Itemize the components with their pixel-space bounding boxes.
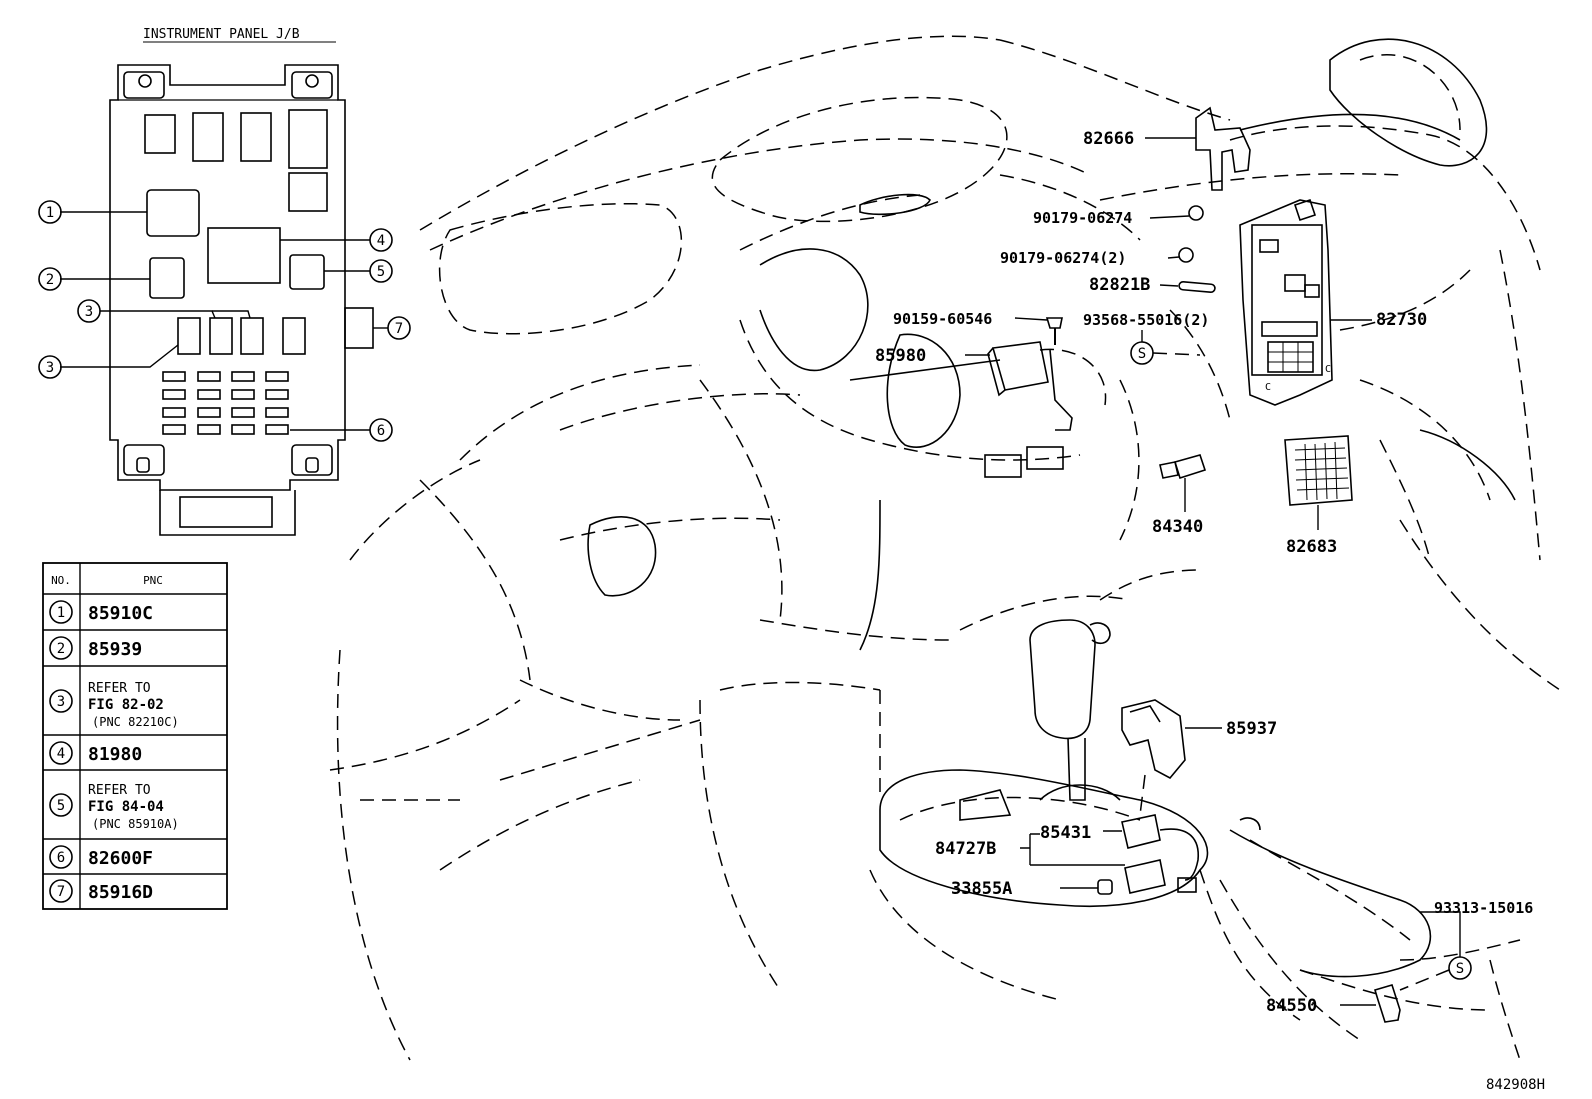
- junction-box-callouts: 1 2 3 3 4 5 6 7: [38, 200, 411, 442]
- svg-text:S: S: [1138, 346, 1146, 362]
- svg-text:4: 4: [57, 746, 65, 762]
- label-84550: 84550: [1266, 996, 1317, 1016]
- svg-text:2: 2: [57, 641, 65, 657]
- label-93568-55016-2: 93568-55016(2): [1083, 311, 1209, 329]
- svg-text:S: S: [1456, 961, 1464, 977]
- svg-text:(PNC 82210C): (PNC 82210C): [92, 715, 179, 729]
- bracket-85937: 85937: [1121, 699, 1277, 816]
- pnc-table: NO. PNC 1 85910C 2 85939 3 REFER TO FIG …: [42, 562, 228, 910]
- label-plate-82683: 82683: [1284, 435, 1353, 557]
- switch-84550: 84550: [1266, 984, 1401, 1023]
- label-33855a: 33855A: [951, 879, 1012, 899]
- label-82730: 82730: [1376, 310, 1427, 330]
- bracket-82666: 82666: [1083, 106, 1251, 191]
- label-82666: 82666: [1083, 129, 1134, 149]
- label-84340: 84340: [1152, 517, 1203, 537]
- svg-text:(PNC 85910A): (PNC 85910A): [92, 817, 179, 831]
- svg-text:85916D: 85916D: [88, 882, 153, 903]
- svg-text:85939: 85939: [88, 639, 142, 660]
- table-header-no: NO.: [51, 574, 71, 587]
- svg-text:REFER TO: REFER TO: [88, 783, 151, 798]
- label-93313-15016: 93313-15016: [1434, 899, 1533, 917]
- table-row: 1 85910C: [49, 600, 153, 624]
- label-90159-60546: 90159-60546: [893, 310, 992, 328]
- svg-text:FIG 84-04: FIG 84-04: [88, 799, 164, 815]
- callout-4: 4: [369, 228, 393, 252]
- svg-text:82600F: 82600F: [88, 848, 153, 869]
- label-90179-06274-2: 90179-06274(2): [1000, 249, 1126, 267]
- screw-93568: S 93568-55016(2): [1083, 311, 1209, 365]
- table-row: 4 81980: [49, 741, 142, 765]
- svg-text:81980: 81980: [88, 744, 142, 765]
- junction-box-title: INSTRUMENT PANEL J/B: [143, 27, 300, 42]
- callout-6: 6: [369, 418, 393, 442]
- shift-lever: [1029, 619, 1111, 801]
- svg-text:3: 3: [57, 694, 65, 710]
- mini-fuse-grid: [162, 371, 289, 435]
- svg-text:6: 6: [57, 850, 65, 866]
- svg-text:C: C: [1325, 364, 1331, 375]
- svg-text:FIG 82-02: FIG 82-02: [88, 697, 164, 713]
- svg-text:2: 2: [46, 272, 54, 288]
- svg-text:C: C: [1265, 382, 1271, 393]
- screw-90159: 90159-60546: [893, 310, 1063, 345]
- svg-text:3: 3: [85, 304, 93, 320]
- label-82683: 82683: [1286, 537, 1337, 557]
- svg-text:1: 1: [57, 605, 65, 621]
- clip-90179: 90179-06274 90179-06274(2): [1000, 205, 1204, 267]
- table-row: 3 REFER TO FIG 82-02 (PNC 82210C): [49, 681, 179, 729]
- switch-84340: 84340: [1152, 454, 1207, 537]
- label-85937: 85937: [1226, 719, 1277, 739]
- table-row: 6 82600F: [49, 845, 153, 869]
- fuse-82821b: 82821B: [1089, 275, 1216, 295]
- figure-code: 842908H: [1486, 1077, 1545, 1093]
- svg-text:85910C: 85910C: [88, 603, 153, 624]
- label-85980: 85980: [875, 346, 926, 366]
- svg-text:REFER TO: REFER TO: [88, 681, 151, 696]
- svg-text:7: 7: [395, 321, 403, 337]
- dashboard-outline: [329, 35, 1561, 1061]
- table-header-pnc: PNC: [143, 574, 163, 587]
- connector-85431: 85431 84727B 33855A: [935, 814, 1200, 899]
- table-row: 2 85939: [49, 636, 142, 660]
- callout-2: 2: [38, 267, 62, 291]
- table-row: 5 REFER TO FIG 84-04 (PNC 85910A): [49, 783, 179, 831]
- table-row: 7 85916D: [49, 879, 153, 903]
- label-84727b: 84727B: [935, 839, 996, 859]
- svg-text:5: 5: [57, 798, 65, 814]
- svg-text:3: 3: [46, 360, 54, 376]
- svg-text:5: 5: [377, 264, 385, 280]
- junction-block-82730: C C 82730: [1239, 198, 1427, 406]
- label-90179-06274: 90179-06274: [1033, 209, 1132, 227]
- svg-text:4: 4: [377, 233, 385, 249]
- callout-1: 1: [38, 200, 62, 224]
- relay-85980: 85980: [875, 341, 1073, 478]
- callout-7: 7: [387, 316, 411, 340]
- svg-text:1: 1: [46, 205, 54, 221]
- callout-3b: 3: [38, 355, 62, 379]
- label-85431: 85431: [1040, 823, 1091, 843]
- callout-3a: 3: [77, 299, 101, 323]
- junction-box-detail: INSTRUMENT PANEL J/B: [60, 27, 388, 536]
- screw-93313: S 93313-15016: [1399, 899, 1533, 991]
- svg-text:7: 7: [57, 884, 65, 900]
- svg-text:6: 6: [377, 423, 385, 439]
- label-82821b: 82821B: [1089, 275, 1150, 295]
- callout-5: 5: [369, 259, 393, 283]
